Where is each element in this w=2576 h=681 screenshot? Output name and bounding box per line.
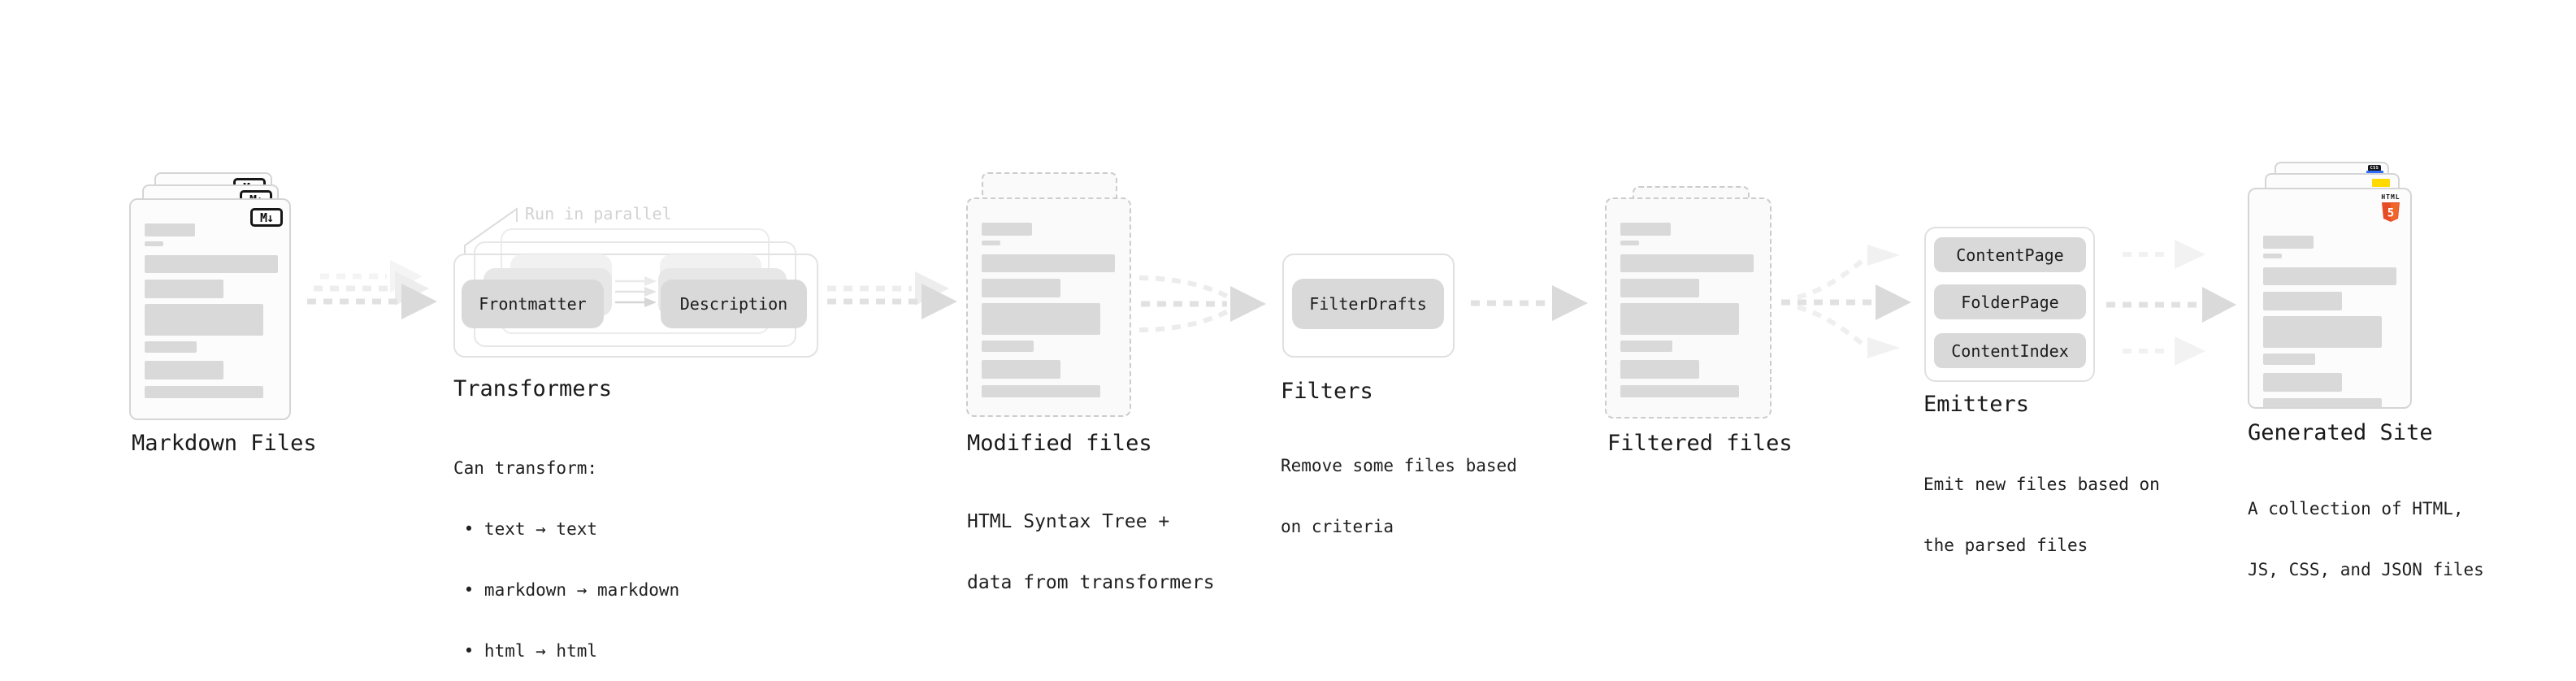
content-bar: [1620, 279, 1699, 297]
filtered-file-card-front: [1605, 197, 1772, 419]
content-bar: [145, 361, 223, 380]
html5-icon: HTML 5: [2380, 194, 2401, 226]
content-bar: [982, 303, 1100, 335]
modified-files-description: HTML Syntax Tree + data from transformer…: [967, 471, 1215, 634]
contentindex-emitter-node: ContentIndex: [1934, 333, 2086, 368]
text-line: Emit new files based on: [1923, 475, 2160, 494]
content-bar: [145, 341, 197, 353]
description-transformer-node: Description: [661, 280, 807, 328]
generated-html-file-card: HTML 5: [2248, 188, 2412, 409]
markdown-file-card-front: M↓: [129, 198, 291, 420]
modified-files-label: Modified files: [967, 431, 1152, 456]
filterdrafts-filter-node: FilterDrafts: [1292, 279, 1444, 329]
content-bar: [145, 223, 195, 236]
arrow-filtered-to-emitters: [1781, 245, 1911, 358]
text-line: data from transformers: [967, 572, 1215, 593]
content-bar: [145, 386, 263, 398]
arrow-transformers-to-modified: [827, 271, 957, 319]
content-bar: [145, 255, 278, 273]
content-bar: [2263, 398, 2382, 407]
css-underline: [2366, 171, 2383, 174]
content-bar: [1620, 340, 1672, 352]
content-bar: [145, 304, 263, 336]
text-line: • markdown → markdown: [453, 580, 680, 600]
document-content-placeholder: [131, 200, 289, 419]
content-bar: [2263, 267, 2396, 285]
content-bar: [1620, 360, 1699, 379]
parallel-transform-arrows: [615, 276, 657, 307]
content-bar: [982, 279, 1060, 297]
content-bar: [1620, 254, 1754, 272]
arrow-emitters-to-generated: [2106, 240, 2236, 366]
run-in-parallel-annotation: Run in parallel: [525, 204, 672, 223]
content-bar: [1620, 303, 1739, 335]
content-bar: [2263, 254, 2282, 258]
html5-shield: 5: [2382, 202, 2400, 222]
content-bar: [982, 223, 1032, 236]
content-bar: [2263, 354, 2315, 365]
emitters-description: Emit new files based on the parsed files: [1923, 434, 2160, 596]
transformers-description: Can transform: • text → text • markdown …: [453, 418, 679, 681]
content-bar: [982, 340, 1034, 352]
content-bar: [2263, 292, 2342, 310]
text-line: Remove some files based: [1281, 456, 1517, 475]
modified-file-card-front: [966, 197, 1131, 417]
content-bar: [2263, 373, 2342, 392]
text-line: the parsed files: [1923, 536, 2088, 555]
text-line: • text → text: [453, 519, 598, 539]
document-content-placeholder: [2249, 212, 2410, 407]
arrow-filters-to-filtered: [1471, 285, 1588, 321]
javascript-icon: [2372, 179, 2390, 187]
contentpage-emitter-node: ContentPage: [1934, 237, 2086, 272]
filters-description: Remove some files based on criteria: [1281, 415, 1517, 578]
text-line: JS, CSS, and JSON files: [2248, 560, 2484, 579]
content-bar: [1620, 223, 1671, 236]
emitters-label: Emitters: [1923, 392, 2030, 417]
text-line: • html → html: [453, 641, 598, 661]
frontmatter-transformer-node: Frontmatter: [462, 280, 604, 328]
content-bar: [982, 385, 1100, 397]
text-line: A collection of HTML,: [2248, 499, 2464, 518]
svg-text:5: 5: [2387, 207, 2394, 220]
transformers-label: Transformers: [453, 376, 613, 401]
folderpage-emitter-node: FolderPage: [1934, 284, 2086, 319]
text-line: Can transform:: [453, 458, 598, 478]
css-icon: CSS: [2368, 165, 2381, 171]
arrow-markdown-to-transformers: [307, 260, 437, 319]
text-line: HTML Syntax Tree +: [967, 511, 1170, 532]
transformer-box-front: [453, 254, 818, 358]
filters-label: Filters: [1281, 379, 1373, 404]
html5-wordmark: HTML: [2381, 193, 2400, 201]
document-content-placeholder: [1607, 199, 1770, 417]
content-bar: [982, 360, 1060, 379]
content-bar: [982, 241, 1000, 245]
markdown-icon: M↓: [250, 208, 283, 227]
document-content-placeholder: [968, 199, 1130, 415]
content-bar: [982, 254, 1115, 272]
content-bar: [1620, 385, 1739, 397]
content-bar: [145, 241, 163, 246]
content-bar: [1620, 241, 1639, 245]
arrow-modified-to-filters: [1138, 275, 1266, 332]
content-bar: [2263, 316, 2382, 348]
filtered-files-label: Filtered files: [1607, 431, 1793, 456]
annotation-leader-line: [464, 207, 518, 255]
markdown-files-label: Markdown Files: [132, 431, 317, 456]
generated-site-description: A collection of HTML, JS, CSS, and JSON …: [2248, 458, 2484, 621]
text-line: on criteria: [1281, 517, 1394, 536]
content-bar: [145, 280, 223, 298]
generated-site-label: Generated Site: [2248, 420, 2433, 445]
content-bar: [2263, 236, 2314, 249]
